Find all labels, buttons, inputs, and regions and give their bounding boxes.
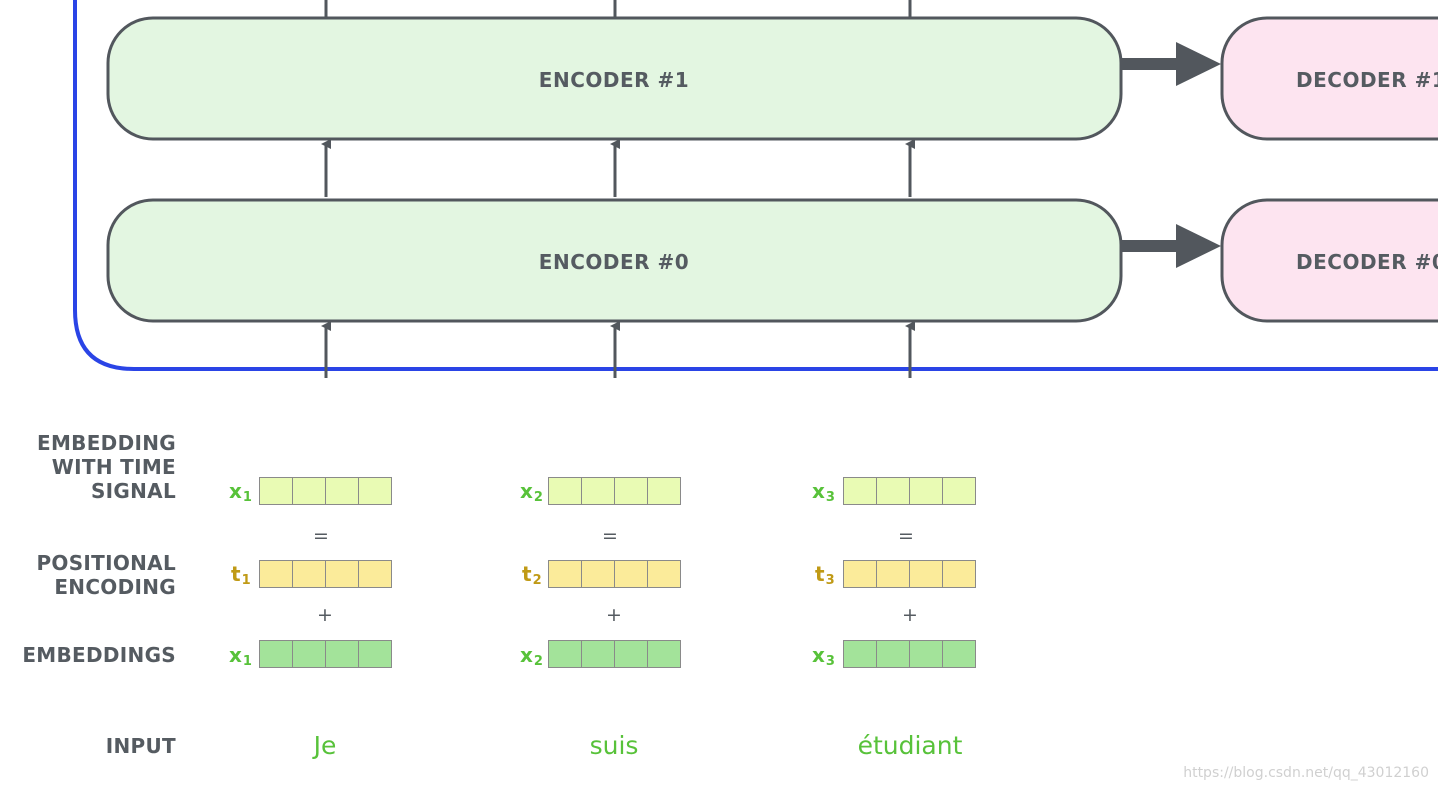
vector-cell xyxy=(942,560,976,588)
time-signal-label-3: x3 xyxy=(812,479,835,505)
vector-cell xyxy=(909,477,943,505)
positional-label-3: t3 xyxy=(815,562,835,588)
positional-vector-3 xyxy=(843,560,976,588)
row-label-line: ENCODING xyxy=(54,575,176,599)
encoder-0-to-decoder-0-arrow xyxy=(1121,224,1221,268)
vector-cell xyxy=(647,477,681,505)
decoder-0-box xyxy=(1220,198,1438,323)
vector-cell xyxy=(843,477,877,505)
vector-cell xyxy=(548,560,582,588)
vector-cell xyxy=(548,640,582,668)
vector-cell xyxy=(876,640,910,668)
vector-cell xyxy=(292,560,326,588)
positional-vector-1 xyxy=(259,560,392,588)
plus-sign: + xyxy=(902,604,918,626)
vector-cell xyxy=(647,560,681,588)
watermark: https://blog.csdn.net/qq_43012160 xyxy=(1183,765,1429,781)
vector-cell xyxy=(581,640,615,668)
encoder-stack-frame xyxy=(73,0,1438,371)
vector-cell xyxy=(876,477,910,505)
decoder-0-label: DECODER #0 xyxy=(1296,250,1438,274)
encoder-0-label: ENCODER #0 xyxy=(539,250,689,274)
vector-cell xyxy=(647,640,681,668)
embedding-vector-2 xyxy=(548,640,681,668)
embedding-label-3: x3 xyxy=(812,643,835,669)
embedding-label-1: x1 xyxy=(229,643,252,669)
plus-sign: + xyxy=(317,604,333,626)
vector-cell xyxy=(909,560,943,588)
time-signal-label-2: x2 xyxy=(520,479,543,505)
embedding-vector-1 xyxy=(259,640,392,668)
time-signal-vector-1 xyxy=(259,477,392,505)
vector-cell xyxy=(548,477,582,505)
vector-cell xyxy=(843,640,877,668)
embedding-label-2: x2 xyxy=(520,643,543,669)
row-label-embedding-with-time-signal: EMBEDDING WITH TIME SIGNAL xyxy=(37,431,176,503)
vector-cell xyxy=(325,560,359,588)
vector-cell xyxy=(614,640,648,668)
input-word-2: suis xyxy=(589,731,639,760)
row-label-input: INPUT xyxy=(105,734,176,758)
vector-cell xyxy=(358,477,392,505)
vector-cell xyxy=(843,560,877,588)
row-label-embeddings: EMBEDDINGS xyxy=(22,643,176,667)
vector-cell xyxy=(614,477,648,505)
vector-cell xyxy=(292,477,326,505)
time-signal-label-1: x1 xyxy=(229,479,252,505)
row-label-line: SIGNAL xyxy=(90,479,176,503)
vector-cell xyxy=(876,560,910,588)
time-signal-vector-2 xyxy=(548,477,681,505)
vector-cell xyxy=(358,640,392,668)
input-word-3: étudiant xyxy=(857,731,963,760)
positional-label-1: t1 xyxy=(231,562,251,588)
vector-cell xyxy=(942,477,976,505)
row-label-line: POSITIONAL xyxy=(36,551,176,575)
positional-label-2: t2 xyxy=(522,562,542,588)
vector-cell xyxy=(259,560,293,588)
row-label-line: WITH TIME xyxy=(51,455,176,479)
decoder-1-box xyxy=(1220,16,1438,141)
positional-vector-2 xyxy=(548,560,681,588)
encoder-1-to-decoder-1-arrow xyxy=(1121,42,1221,86)
equals-sign: = xyxy=(313,525,329,547)
vector-cell xyxy=(358,560,392,588)
plus-sign: + xyxy=(606,604,622,626)
vector-cell xyxy=(581,560,615,588)
time-signal-vector-3 xyxy=(843,477,976,505)
vector-cell xyxy=(942,640,976,668)
encoder-1-label: ENCODER #1 xyxy=(539,68,689,92)
row-label-positional-encoding: POSITIONAL ENCODING xyxy=(36,551,176,599)
vector-cell xyxy=(292,640,326,668)
equals-sign: = xyxy=(602,525,618,547)
input-word-1: Je xyxy=(313,731,337,760)
vector-cell xyxy=(614,560,648,588)
vector-cell xyxy=(909,640,943,668)
vector-cell xyxy=(259,477,293,505)
vector-cell xyxy=(325,640,359,668)
vector-cell xyxy=(325,477,359,505)
vector-cell xyxy=(259,640,293,668)
row-label-line: EMBEDDING xyxy=(37,431,176,455)
vector-cell xyxy=(581,477,615,505)
decoder-1-label: DECODER #1 xyxy=(1296,68,1438,92)
embedding-vector-3 xyxy=(843,640,976,668)
equals-sign: = xyxy=(898,525,914,547)
